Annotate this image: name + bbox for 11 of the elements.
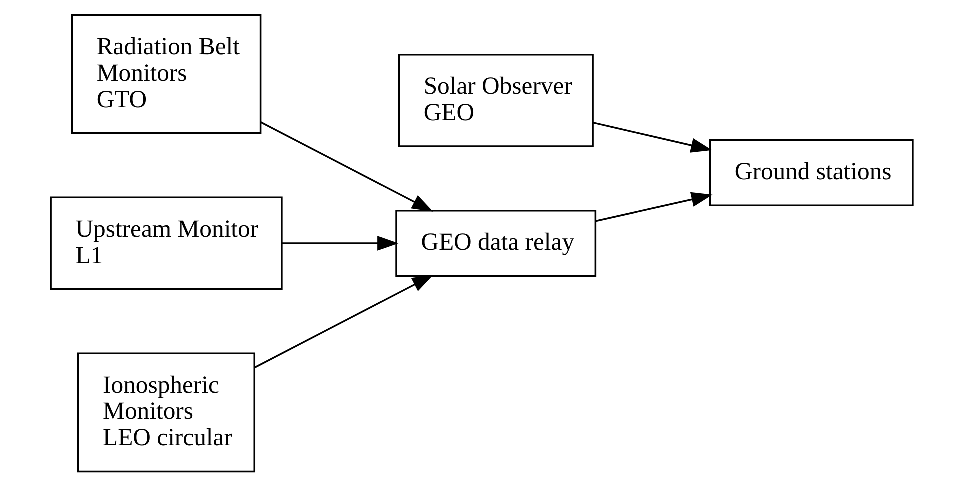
node-box: Solar Observer GEO [398,54,594,148]
arrow [595,192,712,222]
arrow [282,236,398,251]
node-box: Radiation Belt Monitors GTO [70,14,262,134]
arrow [592,122,712,153]
arrow [260,122,433,212]
node-box: Upstream Monitor L1 [50,196,282,290]
node-box: Ionospheric Monitors LEO circular [76,352,256,473]
arrow [254,275,434,369]
node-box: Ground stations [708,140,914,206]
node-box: GEO data relay [395,210,596,277]
